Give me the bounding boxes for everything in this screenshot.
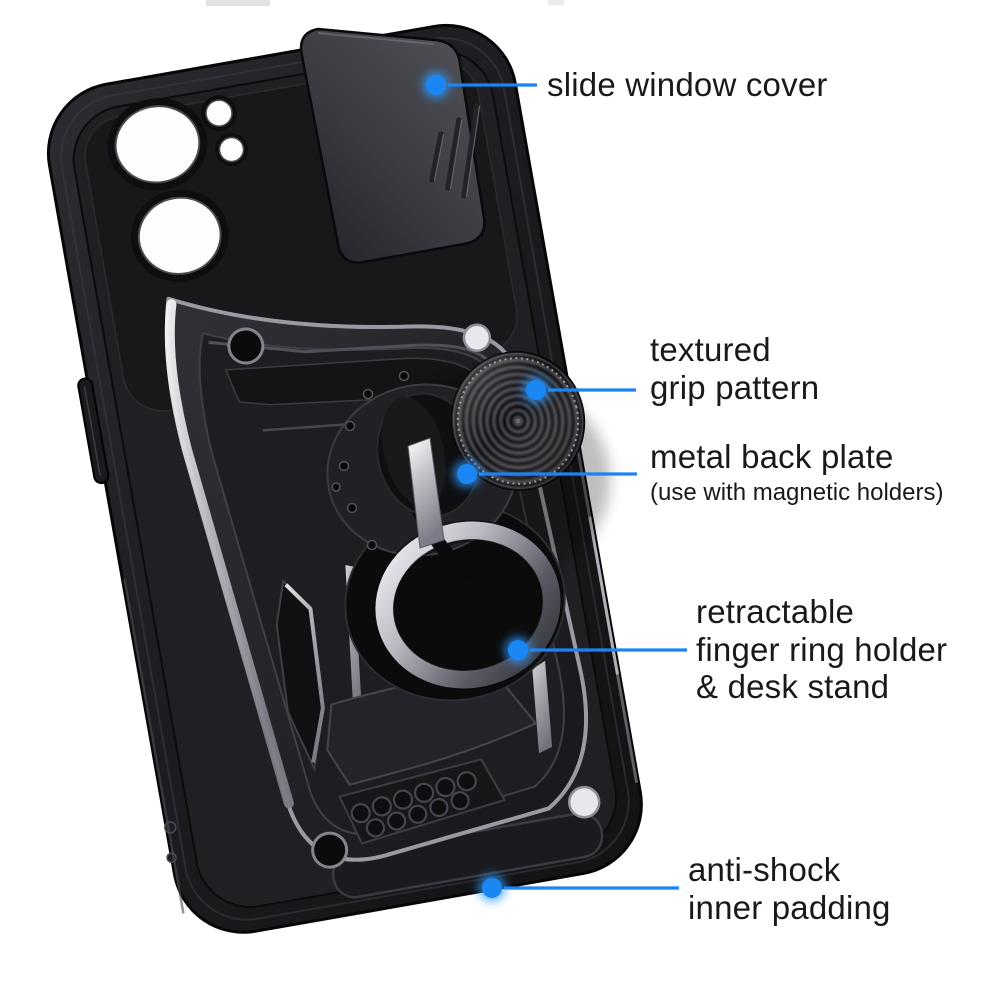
camera-lens-hole xyxy=(137,196,222,275)
label-text: retractable xyxy=(696,593,855,630)
honeycomb-cell xyxy=(387,811,407,831)
label-inner-padding: anti-shock inner padding xyxy=(688,851,891,926)
callout-dot-icon xyxy=(508,640,528,660)
callout-textured-grip xyxy=(522,376,636,404)
rivet xyxy=(346,502,358,514)
photo-crop-remnant xyxy=(206,0,270,6)
facet-bottom xyxy=(326,674,538,786)
label-text: grip pattern xyxy=(650,368,820,406)
screw-hole xyxy=(311,831,349,869)
callout-dot-icon xyxy=(526,380,546,400)
camera-cutouts xyxy=(107,95,248,282)
grip-slot-edge xyxy=(449,119,463,190)
label-text: & desk stand xyxy=(696,668,890,705)
label-text: inner padding xyxy=(688,888,891,926)
camera-small-hole xyxy=(218,136,245,163)
label-text: anti-shock xyxy=(688,851,841,888)
honeycomb-cell xyxy=(392,789,414,810)
honeycomb-texture xyxy=(338,758,507,845)
honeycomb-cell xyxy=(365,818,386,838)
callout-dot-icon xyxy=(457,464,477,484)
grip-slot-edge xyxy=(433,133,445,182)
volume-button-bar xyxy=(77,377,110,485)
facet-chevron xyxy=(208,340,492,365)
callout-ring-holder xyxy=(504,636,687,664)
screw-holes xyxy=(227,323,601,869)
camera-small-hole xyxy=(205,99,233,127)
callout-markers xyxy=(422,71,687,902)
grip-slots xyxy=(429,103,481,199)
camera-lens-hole xyxy=(114,105,201,184)
label-metal-back-plate: metal back plate (use with magnetic hold… xyxy=(650,438,943,508)
volume-button-highlight xyxy=(83,386,101,476)
label-ring-holder: retractable finger ring holder & desk st… xyxy=(696,593,947,706)
screw-hole xyxy=(567,785,601,819)
disc-center xyxy=(515,418,521,424)
honeycomb-cell xyxy=(414,782,435,803)
screw-hole xyxy=(462,323,492,353)
screw-hole xyxy=(227,327,265,365)
label-note: (use with magnetic holders) xyxy=(650,478,944,506)
callout-dot-icon xyxy=(482,878,502,898)
silver-sliver xyxy=(532,660,553,754)
finger-ring xyxy=(373,520,563,690)
callout-inner-padding xyxy=(478,874,679,902)
honeycomb-cell xyxy=(371,796,392,817)
label-text: metal back plate xyxy=(650,438,894,475)
grip-slot-edge xyxy=(465,105,481,198)
hinge-rivets xyxy=(331,370,410,551)
case-edge-highlight-left xyxy=(123,578,185,914)
honeycomb-cell xyxy=(408,804,428,824)
kickstand-bracket xyxy=(407,437,445,549)
callout-slide-window-cover xyxy=(422,71,537,99)
volume-button xyxy=(77,377,110,485)
label-text: slide window cover xyxy=(547,66,828,103)
rivet xyxy=(338,460,350,472)
rivet xyxy=(344,420,356,432)
honeycomb-cell xyxy=(429,797,449,818)
label-slide-window-cover: slide window cover xyxy=(547,66,828,104)
case-edge-highlight-bright xyxy=(588,516,619,675)
honeycomb-cell xyxy=(435,776,456,798)
ring-band xyxy=(375,521,561,689)
label-textured-grip-pattern: textured grip pattern xyxy=(650,331,819,406)
facet-diamond-bevel xyxy=(284,583,325,763)
grip-slot xyxy=(429,131,444,183)
honeycomb-cell xyxy=(350,803,371,824)
disc-serration xyxy=(456,357,580,485)
callout-metal-back-plate xyxy=(453,460,637,488)
honeycomb-cell xyxy=(450,791,470,811)
label-text: textured xyxy=(650,331,771,368)
metal-back-plate-disc xyxy=(450,351,586,491)
callout-dot-icon xyxy=(426,75,446,95)
cover-top-highlight xyxy=(317,32,435,45)
rivet xyxy=(331,482,341,492)
honeycomb-cell xyxy=(456,771,477,792)
photo-crop-remnant xyxy=(548,0,564,5)
grip-slot xyxy=(461,103,480,199)
label-text: finger ring holder xyxy=(696,630,948,668)
grip-slot xyxy=(445,117,462,191)
rivet xyxy=(362,388,374,400)
rivet xyxy=(398,370,410,382)
silver-blade-left xyxy=(164,299,294,809)
rivet xyxy=(366,539,378,551)
ring-inner-rim xyxy=(392,539,544,671)
